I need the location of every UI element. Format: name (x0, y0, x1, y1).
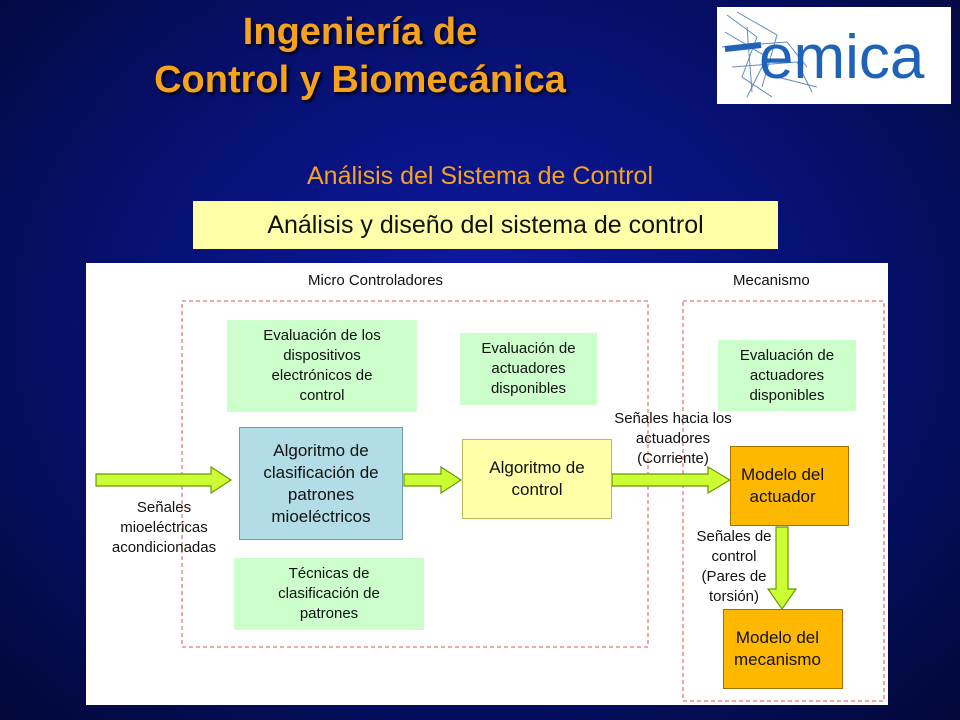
senales-control-label: Señales de control (Pares de torsión) (696, 528, 772, 605)
input-arrow (95, 465, 233, 495)
senales-mioelectricas-label: Señales mioeléctricas acondicionadas (111, 499, 217, 556)
eval-actuadores-box-micro: Evaluación de actuadores disponibles (460, 333, 597, 405)
eval-actuadores-box-mecanismo: Evaluación de actuadores disponibles (718, 340, 856, 411)
femica-logo: emica (717, 7, 951, 104)
algoritmo-clasificacion-box: Algoritmo de clasificación de patrones m… (239, 427, 403, 540)
classification-to-control-arrow (403, 465, 463, 495)
eval-dispositivos-box: Evaluación de los dispositivos electróni… (227, 320, 417, 412)
title-line-2: Control y Biomecánica (154, 59, 566, 101)
tecnicas-clasificacion-box: Técnicas de clasificación de patrones (234, 558, 424, 630)
mecanismo-label: Mecanismo (733, 272, 810, 289)
algoritmo-control-box: Algoritmo de control (462, 439, 612, 519)
logo-text: emica (759, 23, 925, 92)
modelo-mecanismo-box: Modelo del mecanismo (723, 609, 843, 689)
senales-actuadores-label: Señales hacia los actuadores (Corriente) (614, 410, 732, 467)
actuator-to-mechanism-arrow (766, 526, 798, 611)
mecanismo-region (682, 300, 885, 702)
micro-controladores-label: Micro Controladores (308, 272, 444, 289)
slide-title: Ingeniería de Control y Biomecánica (50, 8, 670, 104)
section-subtitle: Análisis del Sistema de Control (307, 162, 653, 190)
logo-mesh-graphic (721, 11, 818, 98)
modelo-actuador-box: Modelo del actuador (730, 446, 849, 526)
control-system-diagram: Micro Controladores Mecanismo Evaluación… (86, 263, 888, 705)
diagram-connectors (95, 300, 885, 702)
control-to-actuator-arrow (611, 465, 732, 495)
analysis-header-box: Análisis y diseño del sistema de control (193, 201, 778, 249)
title-line-1: Ingeniería de (242, 11, 478, 53)
